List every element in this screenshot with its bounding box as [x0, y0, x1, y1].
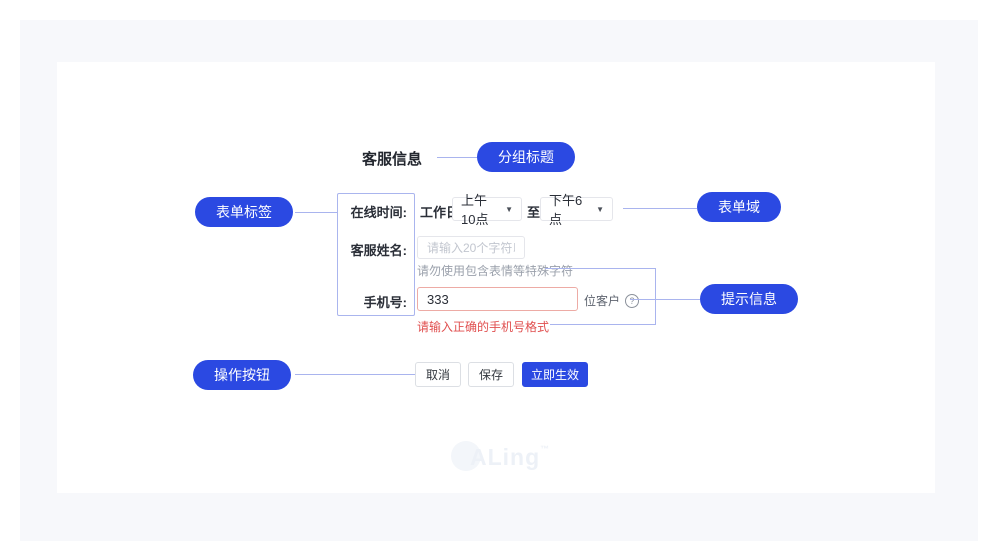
phone-input[interactable]: [417, 287, 578, 311]
callout-hint-message: 提示信息: [700, 284, 798, 314]
connector-line-action-buttons: [295, 374, 415, 375]
callout-form-label: 表单标签: [195, 197, 293, 227]
connector-line-hint-vertical: [655, 268, 656, 325]
watermark-circle: [451, 441, 481, 471]
phone-error-message: 请输入正确的手机号格式: [417, 320, 550, 334]
connector-line-form-label: [295, 212, 337, 213]
apply-button[interactable]: 立即生效: [522, 362, 588, 387]
connector-line-hint-bottom: [550, 324, 655, 325]
connector-line-group-title: [437, 157, 477, 158]
service-name-label: 客服姓名:: [350, 243, 407, 258]
callout-form-field: 表单域: [697, 192, 781, 222]
chevron-down-icon: ▼: [505, 204, 513, 214]
service-name-hint: 请勿使用包含表情等特殊字符: [417, 264, 574, 278]
cancel-button[interactable]: 取消: [415, 362, 461, 387]
callout-action-buttons: 操作按钮: [193, 360, 291, 390]
phone-suffix-text: 位客户: [584, 294, 621, 308]
start-time-select[interactable]: 上午10点 ▼: [452, 193, 522, 227]
save-button[interactable]: 保存: [468, 362, 514, 387]
trademark-icon: ™: [540, 444, 551, 454]
chevron-down-icon: ▼: [596, 204, 604, 214]
connector-line-hint-top: [545, 268, 655, 269]
start-time-value: 上午10点: [461, 193, 489, 227]
online-time-label: 在线时间:: [350, 205, 407, 220]
watermark: ALing™: [448, 438, 568, 478]
section-title: 客服信息: [362, 151, 423, 168]
phone-label: 手机号:: [363, 295, 407, 310]
watermark-text: ALing: [470, 444, 541, 470]
service-name-input[interactable]: [417, 236, 525, 259]
connector-line-hint-middle: [630, 299, 700, 300]
form-labels-highlight-box: [337, 193, 415, 316]
content-card: [57, 62, 935, 493]
online-time-prefix: 工作日: [420, 205, 460, 220]
end-time-select[interactable]: 下午6点 ▼: [540, 193, 613, 227]
time-range-separator: 至: [527, 205, 541, 220]
connector-line-form-field: [623, 208, 697, 209]
callout-group-title: 分组标题: [477, 142, 575, 172]
help-icon[interactable]: ?: [625, 293, 640, 308]
end-time-value: 下午6点: [549, 193, 583, 227]
